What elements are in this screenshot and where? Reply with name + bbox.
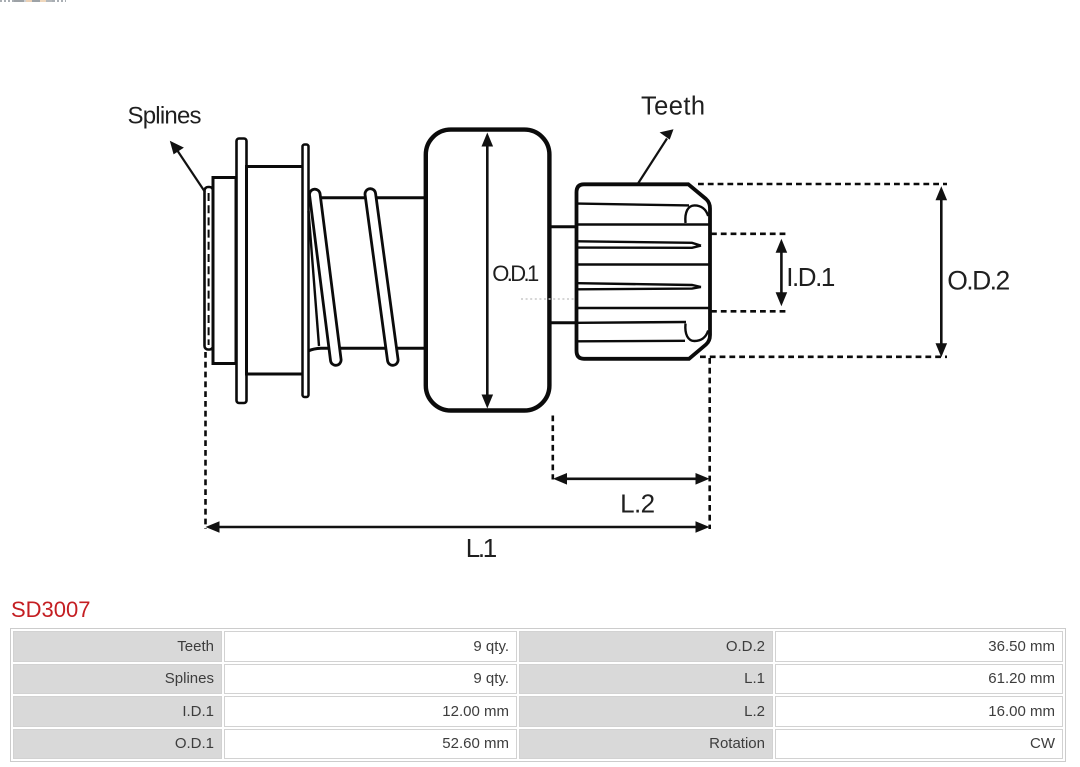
svg-text:L.2: L.2: [620, 489, 655, 519]
svg-text:Splines: Splines: [128, 103, 202, 130]
svg-text:Teeth: Teeth: [641, 93, 705, 121]
svg-text:I.D.1: I.D.1: [786, 262, 835, 292]
svg-text:L.1: L.1: [466, 533, 498, 563]
svg-text:O.D.1: O.D.1: [492, 261, 539, 286]
svg-text:O.D.2: O.D.2: [947, 265, 1010, 295]
